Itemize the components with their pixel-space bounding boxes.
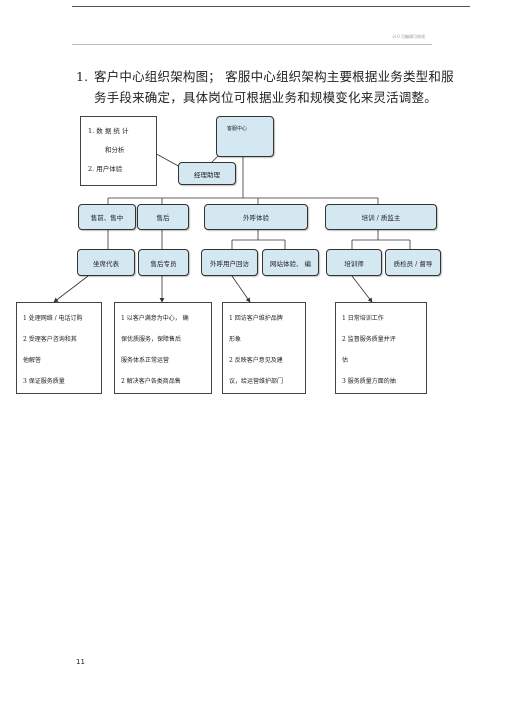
note-box: 1. 数 据 统 计 和分析 2. 用户体验 (80, 116, 157, 186)
node-dept-training: 培训 / 质监主 (325, 204, 437, 230)
header-top-rule (72, 6, 470, 7)
note-line-1: 1. 数 据 统 计 (88, 127, 129, 135)
note-line-2: 和分析 (105, 146, 125, 154)
duty-3-line-2: 形象 (229, 336, 242, 343)
duty-3-line-4: 议，给运营维护部门 (229, 378, 284, 385)
duty-4-line-3: 估 (342, 357, 349, 364)
duty-1-line-3: 他解答 (23, 357, 42, 364)
node-root: 客服中心 (216, 116, 274, 157)
duty-2-line-1: 1 以客户满意为中心， 确 (121, 315, 189, 322)
connector-duty-3 (231, 275, 251, 303)
node-role-trainer: 培训师 (326, 249, 382, 276)
duty-2-line-4: 2 解决客户各类商品售 (121, 378, 181, 385)
note-line-3: 2. 用户体验 (88, 165, 123, 173)
section-number: 1. (76, 69, 89, 84)
node-role-outbound-callback: 外呼用户回访 (201, 249, 258, 276)
duty-3-line-3: 2 反映客户意见及建 (229, 357, 283, 364)
duty-2-line-3: 服务体系正常运营 (121, 357, 170, 364)
connector-duty-1 (53, 275, 89, 303)
node-role-agent: 坐席代表 (77, 249, 135, 276)
duty-1-line-1: 1 处理网络 / 电话订购 (23, 315, 83, 322)
section-text-line-2: 务手段来确定，具体岗位可根据业务和规模变化来灵活调整。 (94, 90, 437, 105)
duty-box-outbound: 1 回访客户维护品牌 形象 2 反映客户意见及建 议，给运营维护部门 (222, 302, 306, 394)
header-rule (72, 44, 432, 45)
duty-4-line-2: 2 监督服务质量并评 (342, 336, 396, 343)
duty-4-line-4: 3 服务质量方面的抽 (342, 378, 396, 385)
duty-box-aftersales: 1 以客户满意为中心， 确 保优质服务，保障售后 服务体系正常运营 2 解决客户… (114, 302, 212, 394)
node-role-web-experience: 网站体验、 编 (262, 249, 319, 276)
duty-3-line-1: 1 回访客户维护品牌 (229, 315, 283, 322)
duty-2-line-2: 保优质服务，保障售后 (121, 336, 182, 343)
duty-1-line-4: 3 保证服务质量 (23, 378, 65, 385)
duty-box-training: 1 日常培训工作 2 监督服务质量并评 估 3 服务质量方面的抽 (335, 302, 427, 394)
duty-box-agent: 1 处理网络 / 电话订购 2 受理客户咨询和其 他解答 3 保证服务质量 (16, 302, 102, 394)
node-role-inspector: 质检员 / 督导 (385, 249, 441, 276)
duty-1-line-2: 2 受理客户咨询和其 (23, 336, 77, 343)
node-role-aftersales-specialist: 售后专员 (138, 249, 189, 276)
section-text-line-1: 客户中心组织架构图； 客服中心组织架构主要根据业务类型和服 (94, 69, 454, 84)
duty-4-line-1: 1 日常培训工作 (342, 315, 384, 322)
node-manager: 经理助理 (178, 162, 236, 185)
node-dept-presales: 售前、售中 (78, 204, 136, 230)
page-number: 11 (76, 658, 85, 666)
header-text: vl.0 可编辑可修改 (392, 34, 425, 39)
node-dept-aftersales: 售后 (137, 204, 189, 230)
node-dept-outbound: 外呼体验 (204, 204, 308, 230)
connector-duty-4 (351, 275, 373, 303)
